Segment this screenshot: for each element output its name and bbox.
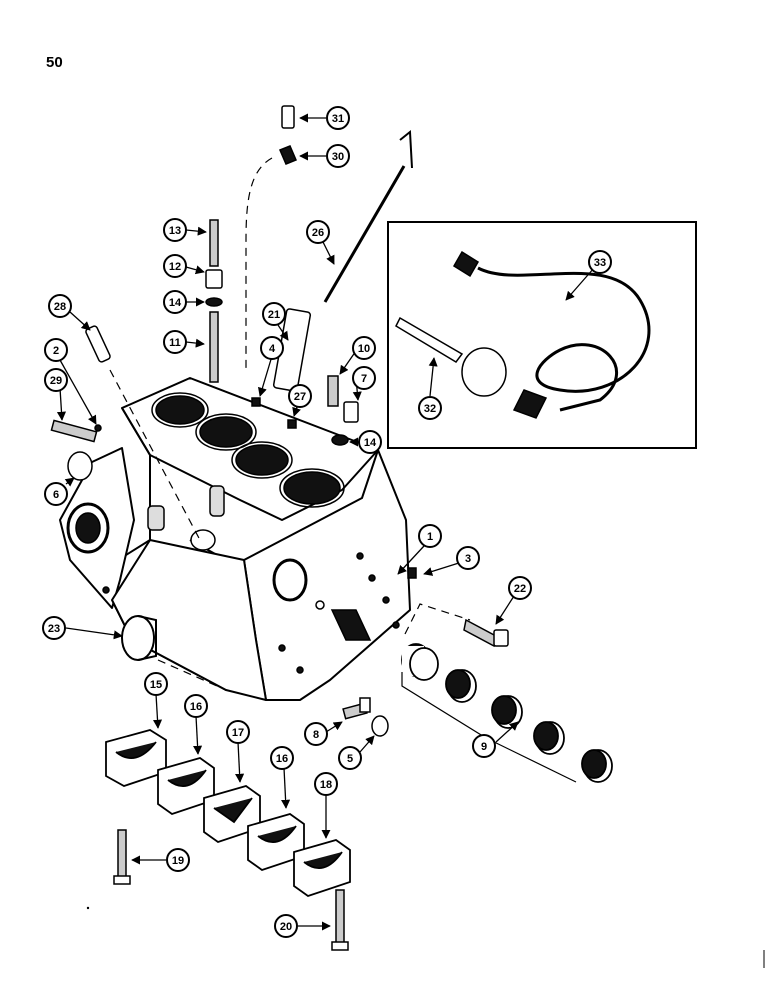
callout-15: 15 — [144, 672, 168, 696]
dipstick-and-tube — [272, 130, 413, 392]
callout-27: 27 — [288, 384, 312, 408]
callout-7: 7 — [352, 366, 376, 390]
callout-20: 20 — [274, 914, 298, 938]
callout-14-lower: 14 — [358, 430, 382, 454]
heater-kit — [395, 250, 651, 419]
callout-12: 12 — [163, 254, 187, 278]
callout-18: 18 — [314, 772, 338, 796]
svg-text:11: 11 — [169, 337, 181, 349]
svg-text:17: 17 — [232, 727, 244, 739]
small-parts — [251, 375, 359, 446]
callout-17: 17 — [226, 720, 250, 744]
callout-16-left: 16 — [184, 694, 208, 718]
svg-text:28: 28 — [54, 301, 66, 313]
callout-22: 22 — [508, 576, 532, 600]
expansion-plug — [121, 615, 157, 661]
main-bearing-caps — [105, 729, 351, 897]
callout-4: 4 — [260, 336, 284, 360]
svg-text:20: 20 — [280, 921, 292, 933]
callout-14-upper: 14 — [163, 290, 187, 314]
svg-text:19: 19 — [172, 855, 184, 867]
leader-arrows — [56, 113, 595, 931]
svg-text:7: 7 — [361, 373, 367, 385]
svg-text:26: 26 — [312, 227, 324, 239]
svg-text:9: 9 — [481, 741, 487, 753]
svg-text:23: 23 — [48, 623, 60, 635]
svg-text:3: 3 — [465, 553, 471, 565]
plug-and-pin — [407, 567, 509, 648]
svg-text:1: 1 — [427, 531, 433, 543]
callout-10: 10 — [352, 336, 376, 360]
svg-text:31: 31 — [332, 113, 344, 125]
svg-text:18: 18 — [320, 779, 332, 791]
svg-text:6: 6 — [53, 489, 59, 501]
svg-text:32: 32 — [424, 403, 436, 415]
heater-kit-frame — [387, 221, 697, 449]
callout-1: 1 — [418, 524, 442, 548]
callout-8: 8 — [304, 722, 328, 746]
svg-text:22: 22 — [514, 583, 526, 595]
svg-text:16: 16 — [190, 701, 202, 713]
callout-9: 9 — [472, 734, 496, 758]
svg-text:5: 5 — [347, 753, 353, 765]
callout-2: 2 — [44, 338, 68, 362]
callout-5: 5 — [338, 746, 362, 770]
svg-text:14: 14 — [364, 437, 377, 449]
svg-text:33: 33 — [594, 257, 606, 269]
callout-32: 32 — [418, 396, 442, 420]
svg-text:10: 10 — [358, 343, 370, 355]
svg-text:4: 4 — [269, 343, 276, 355]
bolt-and-seal — [342, 697, 389, 737]
callout-30: 30 — [326, 144, 350, 168]
page-number: 50 — [46, 54, 63, 71]
dash-leader-30 — [245, 157, 273, 370]
callout-13: 13 — [163, 218, 187, 242]
svg-text:2: 2 — [53, 345, 59, 357]
svg-text:8: 8 — [313, 729, 319, 741]
callout-23: 23 — [42, 616, 66, 640]
callout-33: 33 — [588, 250, 612, 274]
callout-26: 26 — [306, 220, 330, 244]
svg-text:27: 27 — [294, 391, 306, 403]
callout-3: 3 — [456, 546, 480, 570]
dash-leader-22 — [404, 603, 471, 635]
cap-bolts — [113, 829, 349, 951]
callout-31: 31 — [326, 106, 350, 130]
callout-19: 19 — [166, 848, 190, 872]
callout-29: 29 — [44, 368, 68, 392]
sending-unit-fittings — [50, 105, 297, 481]
callout-6: 6 — [44, 482, 68, 506]
dash-leader-23 — [157, 659, 227, 691]
head-stud-stack — [205, 219, 223, 383]
callout-11: 11 — [163, 330, 187, 354]
svg-text:13: 13 — [169, 225, 181, 237]
callout-21: 21 — [262, 302, 286, 326]
svg-text:12: 12 — [169, 261, 181, 273]
svg-text:30: 30 — [332, 151, 344, 163]
stray-dot — [86, 906, 90, 910]
svg-text:16: 16 — [276, 753, 288, 765]
dash-leader-28 — [109, 369, 201, 541]
svg-text:14: 14 — [169, 297, 182, 309]
block-details — [66, 392, 400, 674]
svg-text:29: 29 — [50, 375, 62, 387]
callout-16-right: 16 — [270, 746, 294, 770]
camshaft-bearings — [401, 643, 613, 783]
svg-text:21: 21 — [268, 309, 280, 321]
callout-28: 28 — [48, 294, 72, 318]
svg-text:15: 15 — [150, 679, 162, 691]
